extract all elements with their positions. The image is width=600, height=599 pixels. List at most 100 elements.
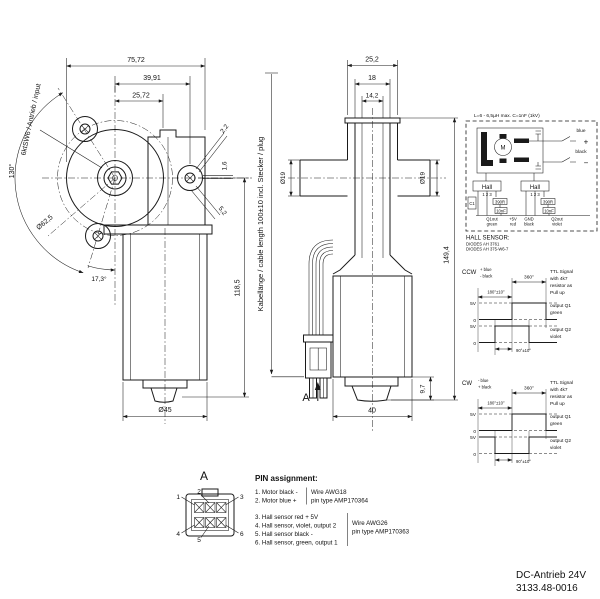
pin-callout-3: 3	[240, 494, 244, 501]
cw-q2-5v: 5V	[470, 435, 477, 441]
cw-ttl-1: TTL Signal	[550, 380, 573, 386]
suppression-note: L=6 - 6,5µH max. C=1nF (1kV)	[474, 113, 540, 119]
cable-length-note: Kabellänge / cable length 100±10 incl. S…	[256, 137, 265, 312]
dim-40: 40	[368, 408, 376, 415]
ccw-ttl-3: resistor as	[550, 283, 573, 289]
dim-9-7: 9,7	[420, 384, 427, 393]
cw-timing-diagram: CW - blue + black 360° 180°±10° TTL Sign…	[462, 378, 573, 466]
cable	[308, 239, 334, 335]
ccw-ttl-1: TTL Signal	[550, 269, 573, 275]
cw-90: 90°±10°	[516, 459, 531, 464]
motor-wire-note-2: pin type AMP170364	[311, 498, 369, 505]
motor-wire-note-1: Wire AWG18	[311, 489, 347, 496]
out-q1-color: green	[487, 222, 498, 227]
minus-wire-color: black	[575, 149, 587, 155]
mounting-lug-top	[72, 116, 98, 142]
pin-row-4: 4. Hall sensor, violet, output 2	[255, 523, 337, 530]
cw-q2-output: output Q2	[550, 438, 571, 444]
hall-sensor-2: Hall 1 2 3 390R 10nF	[520, 180, 556, 216]
ccw-q2-waveform	[479, 325, 557, 343]
dim-dia-45: Ø45	[158, 407, 171, 414]
dim-2-2: 2,2	[219, 123, 230, 135]
ccw-q2-5v: 5V	[470, 324, 477, 330]
cw-label: CW	[462, 381, 472, 387]
dim-39-91: 39,91	[143, 75, 161, 82]
cable-length-dimension: Kabellänge / cable length 100±10 incl. S…	[256, 72, 304, 378]
pin-row-1: 1. Motor black -	[255, 489, 298, 496]
dim-dia-19-left: Ø19	[280, 171, 287, 184]
hall2-pins: 1 2 3	[530, 192, 540, 197]
ccw-wire-bottom: - black	[480, 274, 493, 279]
ccw-q1-0: 0	[473, 318, 476, 324]
cw-q1-0: 0	[473, 429, 476, 435]
cw-q1-color: green	[550, 421, 563, 427]
ccw-q2-color: violet	[550, 334, 562, 340]
hall2-capacitor: 10nF	[544, 208, 554, 213]
dia-62-5: Ø62,5	[35, 214, 54, 232]
dim-5-2: 5,2	[217, 205, 228, 217]
cw-q1-waveform	[479, 413, 557, 431]
cw-ttl-3: resistor as	[550, 394, 573, 400]
out-gnd-color: black	[524, 222, 535, 227]
pin-callout-5: 5	[197, 537, 201, 544]
motor-symbol-label: M	[501, 146, 506, 152]
connector-view-label: A	[200, 469, 208, 483]
hall2-label: Hall	[530, 185, 540, 191]
ccw-q1-5v: 5V	[470, 301, 477, 307]
cw-q2-waveform	[479, 436, 557, 454]
pin-row-5: 5. Hall sensor black -	[255, 531, 313, 538]
pin-row-2: 2. Motor blue +	[255, 498, 297, 505]
ccw-ttl-2: with 4k7	[550, 276, 568, 282]
ccw-180: 180°±10°	[487, 290, 505, 295]
connector-plug	[303, 334, 334, 399]
pin-row-3: 3. Hall sensor red + 5V	[255, 514, 319, 521]
cw-q1-5v: 5V	[470, 412, 477, 418]
mounting-lug-bottom	[85, 223, 111, 249]
cw-ttl-2: with 4k7	[550, 387, 568, 393]
dim-14-2: 14,2	[366, 93, 379, 100]
emc-circuit: L=6 - 6,5µH max. C=1nF (1kV) M blue + bl…	[465, 113, 598, 252]
ccw-360: 360°	[524, 275, 534, 281]
cw-wire-top: - blue	[478, 378, 489, 383]
hall-wire-note-2: pin type AMP170363	[352, 529, 410, 536]
pin-assignment: A 1 2 3 4 5 6 PIN a	[176, 469, 409, 547]
choke-symbol-bottom	[514, 157, 529, 162]
hall-sensor-type1: DIODES AH 3761	[466, 242, 500, 247]
out-5v-label: +5V	[509, 217, 517, 222]
cw-q2-0: 0	[473, 452, 476, 458]
hall2-resistor: 390R	[543, 199, 553, 204]
ccw-timing-diagram: CCW + blue - black 360° 180°±10° TTL Sig…	[462, 267, 573, 355]
dim-dia-19-right: Ø19	[420, 171, 427, 184]
pin-callout-1: 1	[176, 494, 180, 501]
hex-output-shaft	[107, 171, 123, 185]
title-block: DC-Antrieb 24V 3133.48-0016	[516, 570, 586, 594]
cw-180: 180°±10°	[487, 401, 505, 406]
out-q2-label: Q2out	[551, 217, 563, 222]
side-view: A 25,2 18 14,2 Ø19 Ø19 149,4 40	[280, 57, 458, 432]
out-5v-color: red	[510, 222, 517, 227]
product-title: DC-Antrieb 24V	[516, 570, 586, 581]
plus-terminal: +	[584, 138, 589, 147]
out-gnd-label: GND	[524, 217, 533, 222]
ccw-ttl-4: Pull up	[550, 290, 565, 296]
hall-sensor-1: Hall 1 2 3 390R 10nF	[472, 180, 508, 216]
pin-callout-6: 6	[240, 531, 244, 538]
pin-row-6: 6. Hall sensor, green, output 1	[255, 540, 338, 547]
angle-130: 130°	[8, 164, 16, 179]
hall-wire-note-1: Wire AWG26	[352, 520, 388, 527]
hall1-resistor: 390R	[495, 199, 505, 204]
dim-25-72: 25,72	[132, 93, 150, 100]
front-view: 75,72 39,91 25,72 118,5 Ø45 2,2 1,6 5,2 …	[8, 57, 252, 424]
connector-face-view: 1 2 3 4 5 6	[176, 488, 244, 544]
ccw-q1-waveform	[479, 302, 557, 320]
hall1-capacitor: 10nF	[496, 208, 506, 213]
section-arrow-a: A	[302, 382, 321, 404]
hall1-pins: 1 2 3	[482, 192, 492, 197]
ccw-q1-color: green	[550, 310, 563, 316]
cw-wire-bottom: + black	[478, 385, 492, 390]
cw-ttl-4: Pull up	[550, 401, 565, 407]
ccw-90: 90°±10°	[516, 348, 531, 353]
ccw-label: CCW	[462, 270, 477, 276]
